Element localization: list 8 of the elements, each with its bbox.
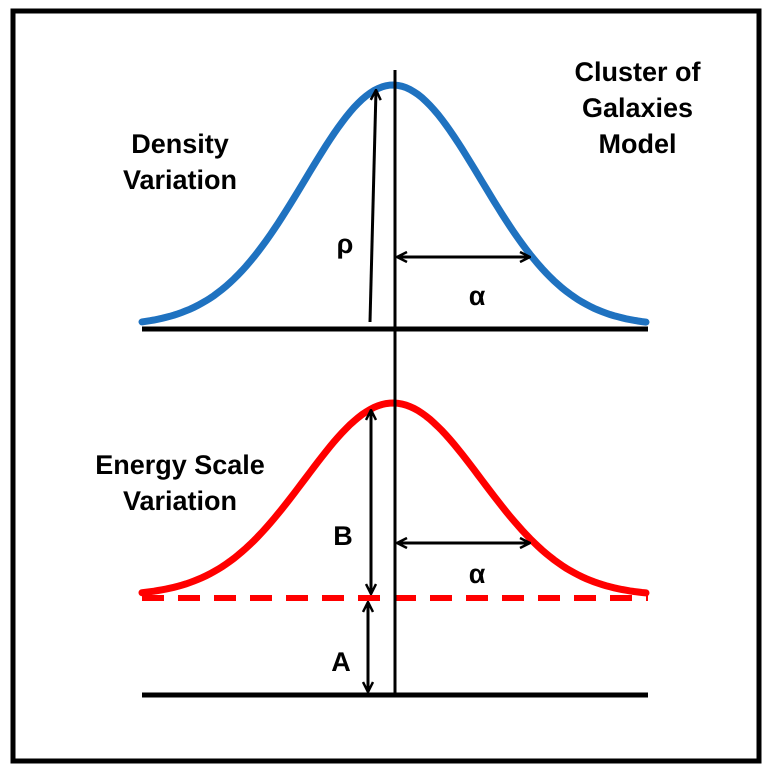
symbol-label: α <box>468 558 486 591</box>
title: Cluster of Galaxies Model <box>573 56 702 161</box>
symbol-label: ρ <box>336 228 354 261</box>
symbol-label: A <box>330 646 352 679</box>
symbol-label: α <box>468 280 486 313</box>
symbol-label: B <box>332 520 354 553</box>
curve-label: Density Variation <box>122 128 238 197</box>
curve-label: Energy Scale Variation <box>94 449 266 518</box>
